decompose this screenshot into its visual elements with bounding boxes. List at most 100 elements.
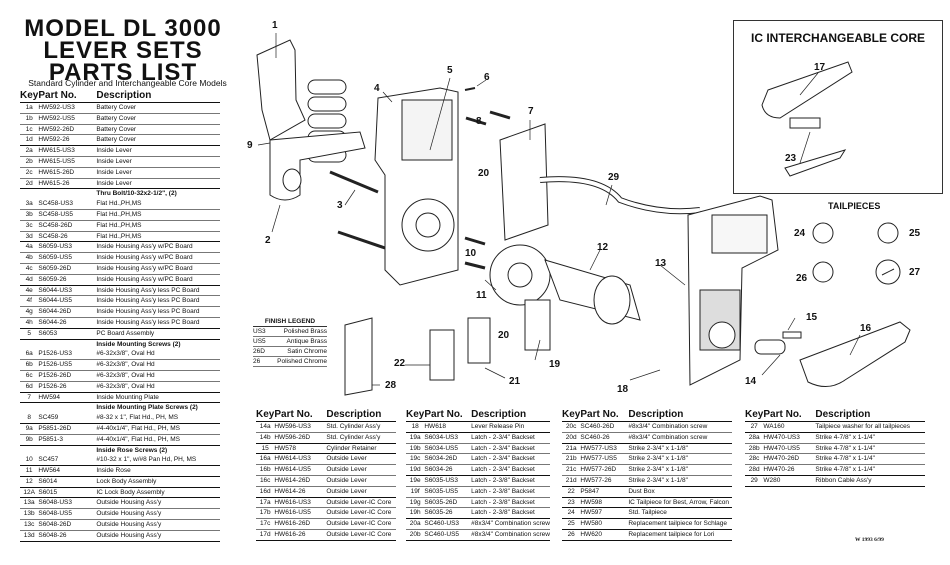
- part-number: HW470-26: [763, 464, 816, 476]
- ic-core-box: IC INTERCHANGEABLE CORE: [733, 20, 943, 194]
- part-description: Latch - 2-3/8" Backset: [471, 507, 550, 520]
- part-number: HW592-26: [38, 134, 97, 147]
- callout-17: 17: [814, 62, 826, 73]
- part-description: Std. Tailpiece: [628, 507, 732, 520]
- legend-code: US3: [253, 328, 266, 335]
- callout-5: 5: [447, 65, 453, 76]
- part-number: SC458-26D: [38, 220, 97, 232]
- part-key: 17b: [256, 507, 275, 520]
- part-number: SC460-US3: [424, 518, 472, 530]
- part-number: SC458-US3: [38, 199, 97, 210]
- part-description: Strike 2-3/4" x 1-1/8": [628, 453, 732, 466]
- part-key: 6d: [20, 381, 39, 393]
- section-header-row: Inside Rose Screws (2): [20, 445, 220, 455]
- part-number: HW614-26D: [274, 475, 327, 487]
- part-number: W280: [763, 475, 816, 487]
- part-key: 4h: [20, 317, 39, 329]
- part-key: 19a: [406, 432, 425, 444]
- part-key: 2d: [20, 178, 39, 190]
- col-desc: Description: [326, 409, 396, 422]
- part-description: Inside Lever: [96, 178, 220, 190]
- inside-lever: [269, 131, 366, 201]
- part-description: Outside Lever: [326, 475, 396, 487]
- part-description: Strike 2-3/4" x 1-1/8": [628, 464, 732, 476]
- callout-24: 24: [794, 228, 806, 239]
- part-number: S6048-US5: [38, 508, 97, 521]
- part-description: Outside Housing Ass'y: [96, 519, 220, 531]
- part-description: Lock Body Assembly: [96, 476, 220, 488]
- part-number: S6044-26D: [38, 306, 97, 318]
- part-number: HW620: [580, 529, 629, 541]
- callout-15: 15: [806, 312, 818, 323]
- strike-21: [467, 317, 491, 364]
- part-description: Outside Lever: [326, 453, 396, 466]
- part-key: 1d: [20, 134, 39, 147]
- tailpiece-27: [875, 259, 901, 285]
- part-key: 24: [562, 507, 581, 520]
- part-number: SC457: [38, 455, 97, 467]
- col-desc: Description: [815, 409, 925, 422]
- callout-19: 19: [549, 359, 561, 370]
- inside-housing: [374, 87, 459, 286]
- part-key: 5: [20, 328, 39, 340]
- callout-21: 21: [509, 376, 521, 387]
- part-number: P1526-26: [38, 381, 97, 393]
- part-key: 1b: [20, 113, 39, 125]
- part-number: S6044-US3: [38, 285, 97, 297]
- part-number: HW470-US5: [763, 443, 816, 455]
- part-number: S6034-US3: [424, 432, 472, 444]
- part-description: Inside Housing Ass'y less PC Board: [96, 317, 220, 329]
- part-key: 22: [562, 486, 581, 498]
- part-description: Inside Mounting Plate Screws (2): [96, 404, 198, 412]
- legend-name: Antique Brass: [286, 338, 327, 345]
- legend-code: 26D: [253, 348, 265, 355]
- part-description: Tailpiece washer for all tailpieces: [815, 421, 925, 433]
- part-key: 14b: [256, 432, 275, 444]
- lock-body: [544, 259, 641, 321]
- part-description: Latch - 2-3/8" Backset: [471, 475, 550, 487]
- part-key: 21d: [562, 475, 581, 487]
- legend-code: US5: [253, 338, 266, 345]
- legend-name: Polished Brass: [283, 328, 327, 335]
- col-key: Key: [20, 90, 39, 103]
- part-description: Ribbon Cable Ass'y: [815, 475, 925, 487]
- part-key: 28a: [745, 432, 764, 444]
- part-key: 4e: [20, 285, 39, 297]
- part-key: 19c: [406, 453, 425, 466]
- part-description: Strike 4-7/8" x 1-1/4": [815, 453, 925, 466]
- part-number: HW615-US5: [38, 156, 97, 168]
- tailpieces-title: TAILPIECES: [828, 201, 881, 211]
- part-key: 9b: [20, 434, 39, 446]
- part-key: 14a: [256, 421, 275, 433]
- part-key: 9a: [20, 423, 39, 435]
- part-key: 3d: [20, 231, 39, 243]
- part-number: HW614-26: [274, 486, 327, 498]
- part-number: HW598: [580, 497, 629, 509]
- part-description: Flat Hd.,PH,MS: [96, 199, 220, 210]
- part-key: 13a: [20, 497, 39, 510]
- part-key: 1a: [20, 102, 39, 114]
- part-key: 6a: [20, 349, 39, 361]
- part-number: SC460-26D: [580, 421, 629, 433]
- part-description: Strike 4-7/8" x 1-1/4": [815, 432, 925, 444]
- part-number: S6034-US5: [424, 443, 472, 455]
- part-description: Flat Hd.,PH,MS: [96, 231, 220, 243]
- callout-23: 23: [785, 153, 797, 164]
